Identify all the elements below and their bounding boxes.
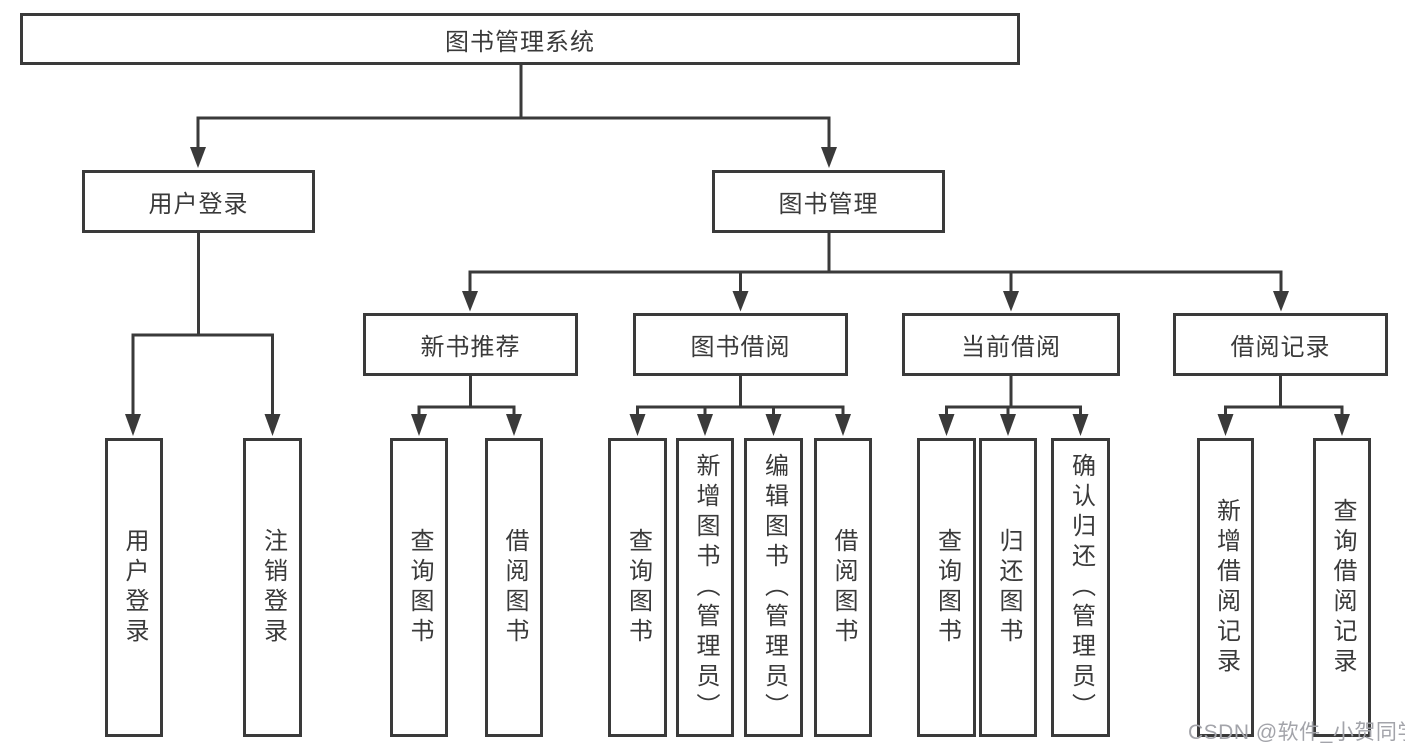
leaf-add-borrow-record-label: 新增借阅记录 [1212, 497, 1240, 678]
leaf-edit-book-admin-label: 编辑图书（管理员） [760, 452, 788, 723]
arrowhead [821, 147, 837, 168]
leaf-confirm-return-admin-label: 确认归还（管理员） [1067, 452, 1095, 723]
node-root: 图书管理系统 [20, 13, 1020, 65]
leaf-user-login-label: 用户登录 [121, 527, 148, 648]
leaf-query-borrow-record: 查询借阅记录 [1313, 438, 1371, 737]
arrowhead [732, 291, 749, 312]
node-new-book-recommend: 新书推荐 [363, 313, 578, 376]
leaf-confirm-return-admin: 确认归还（管理员） [1051, 438, 1110, 737]
leaf-query-book-1-label: 查询图书 [406, 527, 433, 648]
connector-root-bar [196, 116, 831, 151]
leaf-logout: 注销登录 [243, 438, 302, 737]
arrowhead [1072, 414, 1089, 436]
node-book-borrow-label: 图书借阅 [690, 334, 791, 361]
arrowhead [506, 414, 522, 436]
leaf-query-book-3: 查询图书 [917, 438, 976, 737]
leaf-user-login: 用户登录 [105, 438, 163, 737]
connector-user-login-bar [131, 333, 274, 418]
node-root-label: 图书管理系统 [445, 28, 595, 56]
leaf-borrow-book-1: 借阅图书 [485, 438, 543, 737]
arrowhead [411, 414, 427, 436]
node-current-borrow-label: 当前借阅 [961, 334, 1061, 361]
watermark: CSDN @软件_小贺同学 [1188, 721, 1405, 744]
leaf-query-book-2: 查询图书 [608, 438, 667, 737]
arrowhead [1000, 414, 1016, 436]
leaf-borrow-book-2: 借阅图书 [814, 438, 872, 737]
leaf-borrow-book-2-label: 借阅图书 [830, 527, 857, 648]
node-new-book-recommend-label: 新书推荐 [420, 334, 521, 361]
leaf-add-book-admin: 新增图书（管理员） [676, 438, 734, 737]
arrowhead [629, 414, 646, 436]
leaf-return-book-label: 归还图书 [995, 527, 1022, 648]
arrowhead [835, 414, 851, 436]
connector-book-mgmt-bar [468, 270, 1283, 294]
node-user-login: 用户登录 [82, 170, 315, 233]
connector-new-book-bar [417, 405, 516, 418]
node-current-borrow: 当前借阅 [902, 313, 1120, 376]
node-user-login-label: 用户登录 [148, 191, 249, 218]
arrowhead [462, 291, 478, 312]
arrowhead [938, 414, 955, 436]
leaf-add-borrow-record: 新增借阅记录 [1197, 438, 1254, 737]
arrowhead [765, 414, 782, 436]
node-borrow-records-label: 借阅记录 [1230, 334, 1331, 361]
leaf-query-book-3-label: 查询图书 [933, 527, 961, 648]
connector-book-borrow-bar [636, 405, 845, 418]
arrowhead [1334, 414, 1350, 436]
arrowhead [1273, 291, 1289, 312]
connector-borrow-records-bar [1224, 405, 1344, 418]
node-borrow-records: 借阅记录 [1173, 313, 1388, 376]
arrowhead [1003, 291, 1019, 312]
arrowhead [125, 414, 141, 436]
leaf-logout-label: 注销登录 [259, 527, 287, 648]
arrowhead [190, 147, 206, 168]
node-book-management: 图书管理 [712, 170, 945, 233]
leaf-query-book-2-label: 查询图书 [624, 527, 652, 648]
leaf-borrow-book-1-label: 借阅图书 [501, 527, 528, 648]
arrowhead [264, 414, 281, 436]
node-book-management-label: 图书管理 [778, 191, 879, 218]
leaf-return-book: 归还图书 [979, 438, 1037, 737]
leaf-query-book-1: 查询图书 [390, 438, 448, 737]
arrowhead [1217, 414, 1234, 436]
leaf-add-book-admin-label: 新增图书（管理员） [692, 452, 719, 723]
leaf-edit-book-admin: 编辑图书（管理员） [744, 438, 803, 737]
node-book-borrow: 图书借阅 [633, 313, 848, 376]
leaf-query-borrow-record-label: 查询借阅记录 [1329, 497, 1356, 678]
arrowhead [697, 414, 713, 436]
